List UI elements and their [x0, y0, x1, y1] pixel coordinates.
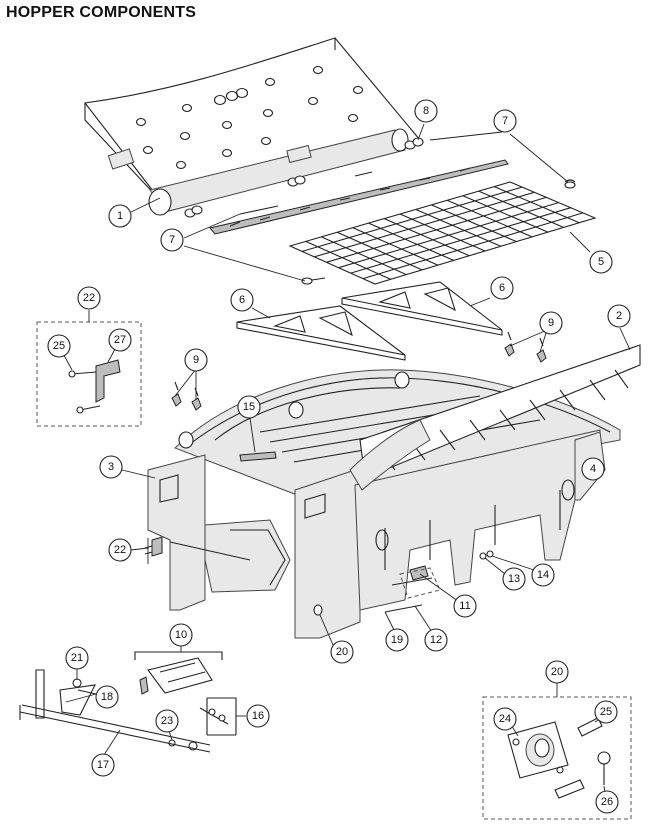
svg-text:8: 8	[423, 105, 429, 117]
svg-text:9: 9	[548, 317, 554, 329]
callout-10: 10	[169, 623, 193, 647]
callout-6b: 6	[490, 276, 514, 300]
callout-22b: 22	[108, 538, 132, 562]
svg-text:7: 7	[502, 115, 508, 127]
callout-7a: 7	[160, 228, 184, 252]
svg-text:14: 14	[537, 569, 549, 581]
wire-mesh-grid	[288, 181, 597, 285]
svg-text:25: 25	[600, 706, 612, 718]
callout-12: 12	[424, 628, 448, 652]
callout-27: 27	[108, 328, 132, 352]
callout-5: 5	[589, 250, 613, 274]
svg-text:25: 25	[53, 340, 65, 352]
callout-4: 4	[581, 457, 605, 481]
callout-25a: 25	[47, 334, 71, 358]
callout-18: 18	[95, 685, 119, 709]
callout-6a: 6	[230, 288, 254, 312]
svg-text:9: 9	[193, 354, 199, 366]
svg-text:23: 23	[161, 715, 173, 727]
svg-text:11: 11	[459, 600, 470, 612]
svg-text:20: 20	[551, 666, 563, 678]
svg-text:6: 6	[239, 294, 245, 306]
callout-1: 1	[108, 204, 132, 228]
hopper-body	[147, 369, 621, 639]
triangle-bracket-right	[341, 281, 503, 336]
svg-text:24: 24	[499, 713, 511, 725]
access-panel-10	[134, 651, 223, 695]
callout-16: 16	[246, 704, 270, 728]
svg-text:19: 19	[391, 634, 403, 646]
callout-17: 17	[91, 753, 115, 777]
svg-text:22: 22	[83, 292, 95, 304]
callout-13: 13	[502, 567, 526, 591]
svg-text:2: 2	[616, 310, 622, 322]
callout-8: 8	[414, 99, 438, 123]
svg-text:3: 3	[108, 461, 114, 473]
callout-2: 2	[607, 304, 631, 328]
svg-text:20: 20	[336, 646, 348, 658]
detail-box-20	[482, 683, 632, 820]
latch-hardware-left	[171, 381, 202, 411]
callout-7b: 7	[493, 109, 517, 133]
svg-text:6: 6	[499, 282, 505, 294]
svg-text:15: 15	[243, 401, 255, 413]
svg-text:4: 4	[590, 463, 596, 475]
hardware-16	[199, 697, 237, 736]
svg-text:18: 18	[101, 691, 113, 703]
page-title: HOPPER COMPONENTS	[6, 4, 197, 21]
callout-9a: 9	[184, 348, 208, 372]
mounting-bracket-22	[144, 536, 163, 557]
agitator-rod-assembly	[19, 669, 211, 753]
louvered-chute	[349, 344, 641, 491]
svg-text:12: 12	[430, 634, 442, 646]
fine-screen-strip	[209, 159, 576, 285]
callout-15: 15	[237, 395, 261, 419]
svg-text:22: 22	[114, 544, 126, 556]
callout-3: 3	[99, 455, 123, 479]
callout-21: 21	[65, 646, 89, 670]
triangle-bracket-left	[236, 305, 406, 361]
perforated-cover-plate	[83, 37, 424, 218]
svg-text:21: 21	[71, 652, 83, 664]
callout-11: 11	[453, 594, 477, 618]
callout-26: 26	[595, 790, 619, 814]
callout-20b: 20	[545, 660, 569, 684]
callout-24: 24	[493, 707, 517, 731]
callout-23: 23	[155, 709, 179, 733]
svg-text:26: 26	[601, 796, 613, 808]
svg-text:1: 1	[117, 210, 123, 222]
svg-text:7: 7	[169, 234, 175, 246]
svg-text:5: 5	[598, 256, 604, 268]
svg-text:27: 27	[114, 334, 126, 346]
svg-text:17: 17	[97, 759, 109, 771]
latch-hardware-right	[504, 331, 547, 363]
callout-14: 14	[531, 563, 555, 587]
callout-19: 19	[385, 628, 409, 652]
callout-22a: 22	[77, 286, 101, 310]
svg-text:10: 10	[175, 629, 187, 641]
callout-20a: 20	[330, 640, 354, 664]
callout-25b: 25	[594, 700, 618, 724]
detail-box-22	[36, 310, 142, 427]
callout-9b: 9	[539, 311, 563, 335]
svg-text:16: 16	[252, 710, 264, 722]
svg-text:13: 13	[508, 573, 520, 585]
